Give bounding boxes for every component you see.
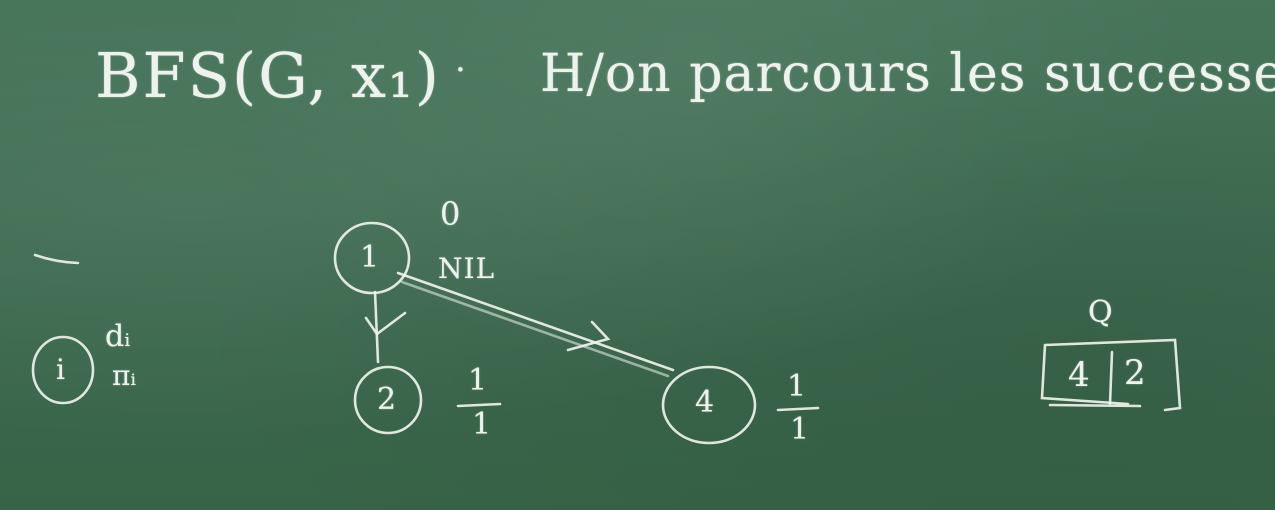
queue-label: Q — [1088, 295, 1113, 330]
queue-box — [1040, 338, 1182, 412]
node-4-circle — [661, 365, 757, 445]
node-4-fraction-bar — [776, 406, 820, 412]
node-4-label: 4 — [695, 385, 715, 420]
node-2-fraction-bar — [456, 402, 502, 408]
legend-node-circle — [31, 335, 95, 405]
legend-node-label: i — [56, 353, 65, 386]
legend-parent-label: πᵢ — [112, 359, 137, 392]
edge-1-to-2 — [373, 290, 380, 364]
handwritten-note: H/on parcours les successeurs. — [540, 44, 1275, 104]
queue-divider — [1108, 350, 1114, 406]
node-2-parent: 1 — [472, 407, 492, 442]
node-1-distance: 0 — [440, 195, 461, 233]
queue-item-4: 4 — [1068, 355, 1090, 395]
edge-1-to-4-second-stroke — [400, 280, 670, 378]
edge-1-to-2-arrowhead — [364, 311, 407, 336]
node-2-circle — [353, 365, 423, 435]
legend-distance-label: dᵢ — [105, 319, 131, 354]
title-separator: · — [455, 50, 466, 90]
node-1-circle — [333, 221, 411, 295]
node-2-distance: 1 — [468, 363, 488, 398]
node-1-parent: NIL — [438, 252, 496, 285]
node-4-distance: 1 — [787, 369, 807, 404]
queue-underline — [1048, 403, 1142, 408]
edge-1-to-4-arrowhead — [566, 320, 611, 352]
queue-item-2: 2 — [1124, 353, 1146, 393]
node-1-label: 1 — [360, 240, 380, 275]
bfs-title: BFS(G, x₁) — [95, 39, 441, 112]
node-2-label: 2 — [377, 382, 397, 417]
stray-dash-mark — [33, 253, 80, 265]
node-4-parent: 1 — [790, 412, 810, 447]
edge-1-to-4 — [396, 271, 675, 372]
